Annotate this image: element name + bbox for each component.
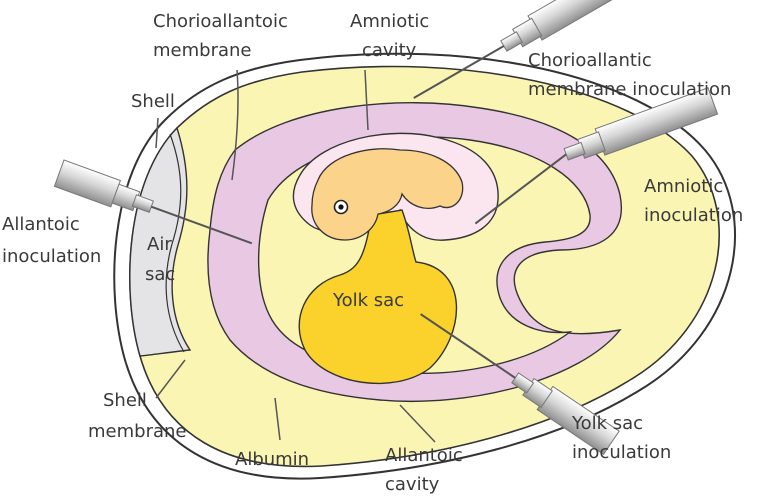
- label-shell-membrane: Shell membrane: [88, 390, 186, 442]
- embryo-pupil: [338, 204, 344, 210]
- yolk-sac: [298, 209, 458, 385]
- air-sac: [129, 126, 192, 357]
- syringe-cam: [413, 0, 647, 99]
- label-amniotic-inoculation: Amniotic inoculation: [644, 176, 743, 226]
- label-allantoic-cavity: Allantoic cavity: [385, 445, 468, 495]
- syringe-amniotic: [474, 87, 719, 225]
- leader-albumin: [274, 397, 281, 441]
- label-albumin: Albumin: [235, 449, 309, 470]
- leader-chorioallantoic: [231, 69, 239, 181]
- leader-shell: [155, 117, 159, 149]
- label-chorioallantoic-inoculation: Chorioallantic membrane inoculation: [528, 50, 731, 100]
- syringe-allantoic: [53, 159, 253, 245]
- label-air-sac: Air sac: [145, 234, 177, 285]
- label-shell: Shell: [131, 91, 175, 112]
- leader-allantoic-cavity: [399, 404, 436, 443]
- label-amniotic-cavity: Amniotic cavity: [350, 11, 435, 61]
- leader-shell-membrane: [155, 359, 186, 399]
- label-allantoic-inoculation: Allantoic inoculation: [2, 214, 101, 267]
- air-sac-inner-line: [165, 133, 185, 353]
- syringe-yolk: [420, 313, 620, 456]
- embryo: [311, 148, 464, 241]
- leader-amniotic-cavity: [364, 69, 369, 131]
- label-yolk-sac-inoculation: Yolk sac inoculation: [571, 413, 671, 463]
- label-yolk-sac: Yolk sac: [332, 290, 404, 311]
- label-chorioallantoic-membrane: Chorioallantoic membrane: [153, 11, 294, 61]
